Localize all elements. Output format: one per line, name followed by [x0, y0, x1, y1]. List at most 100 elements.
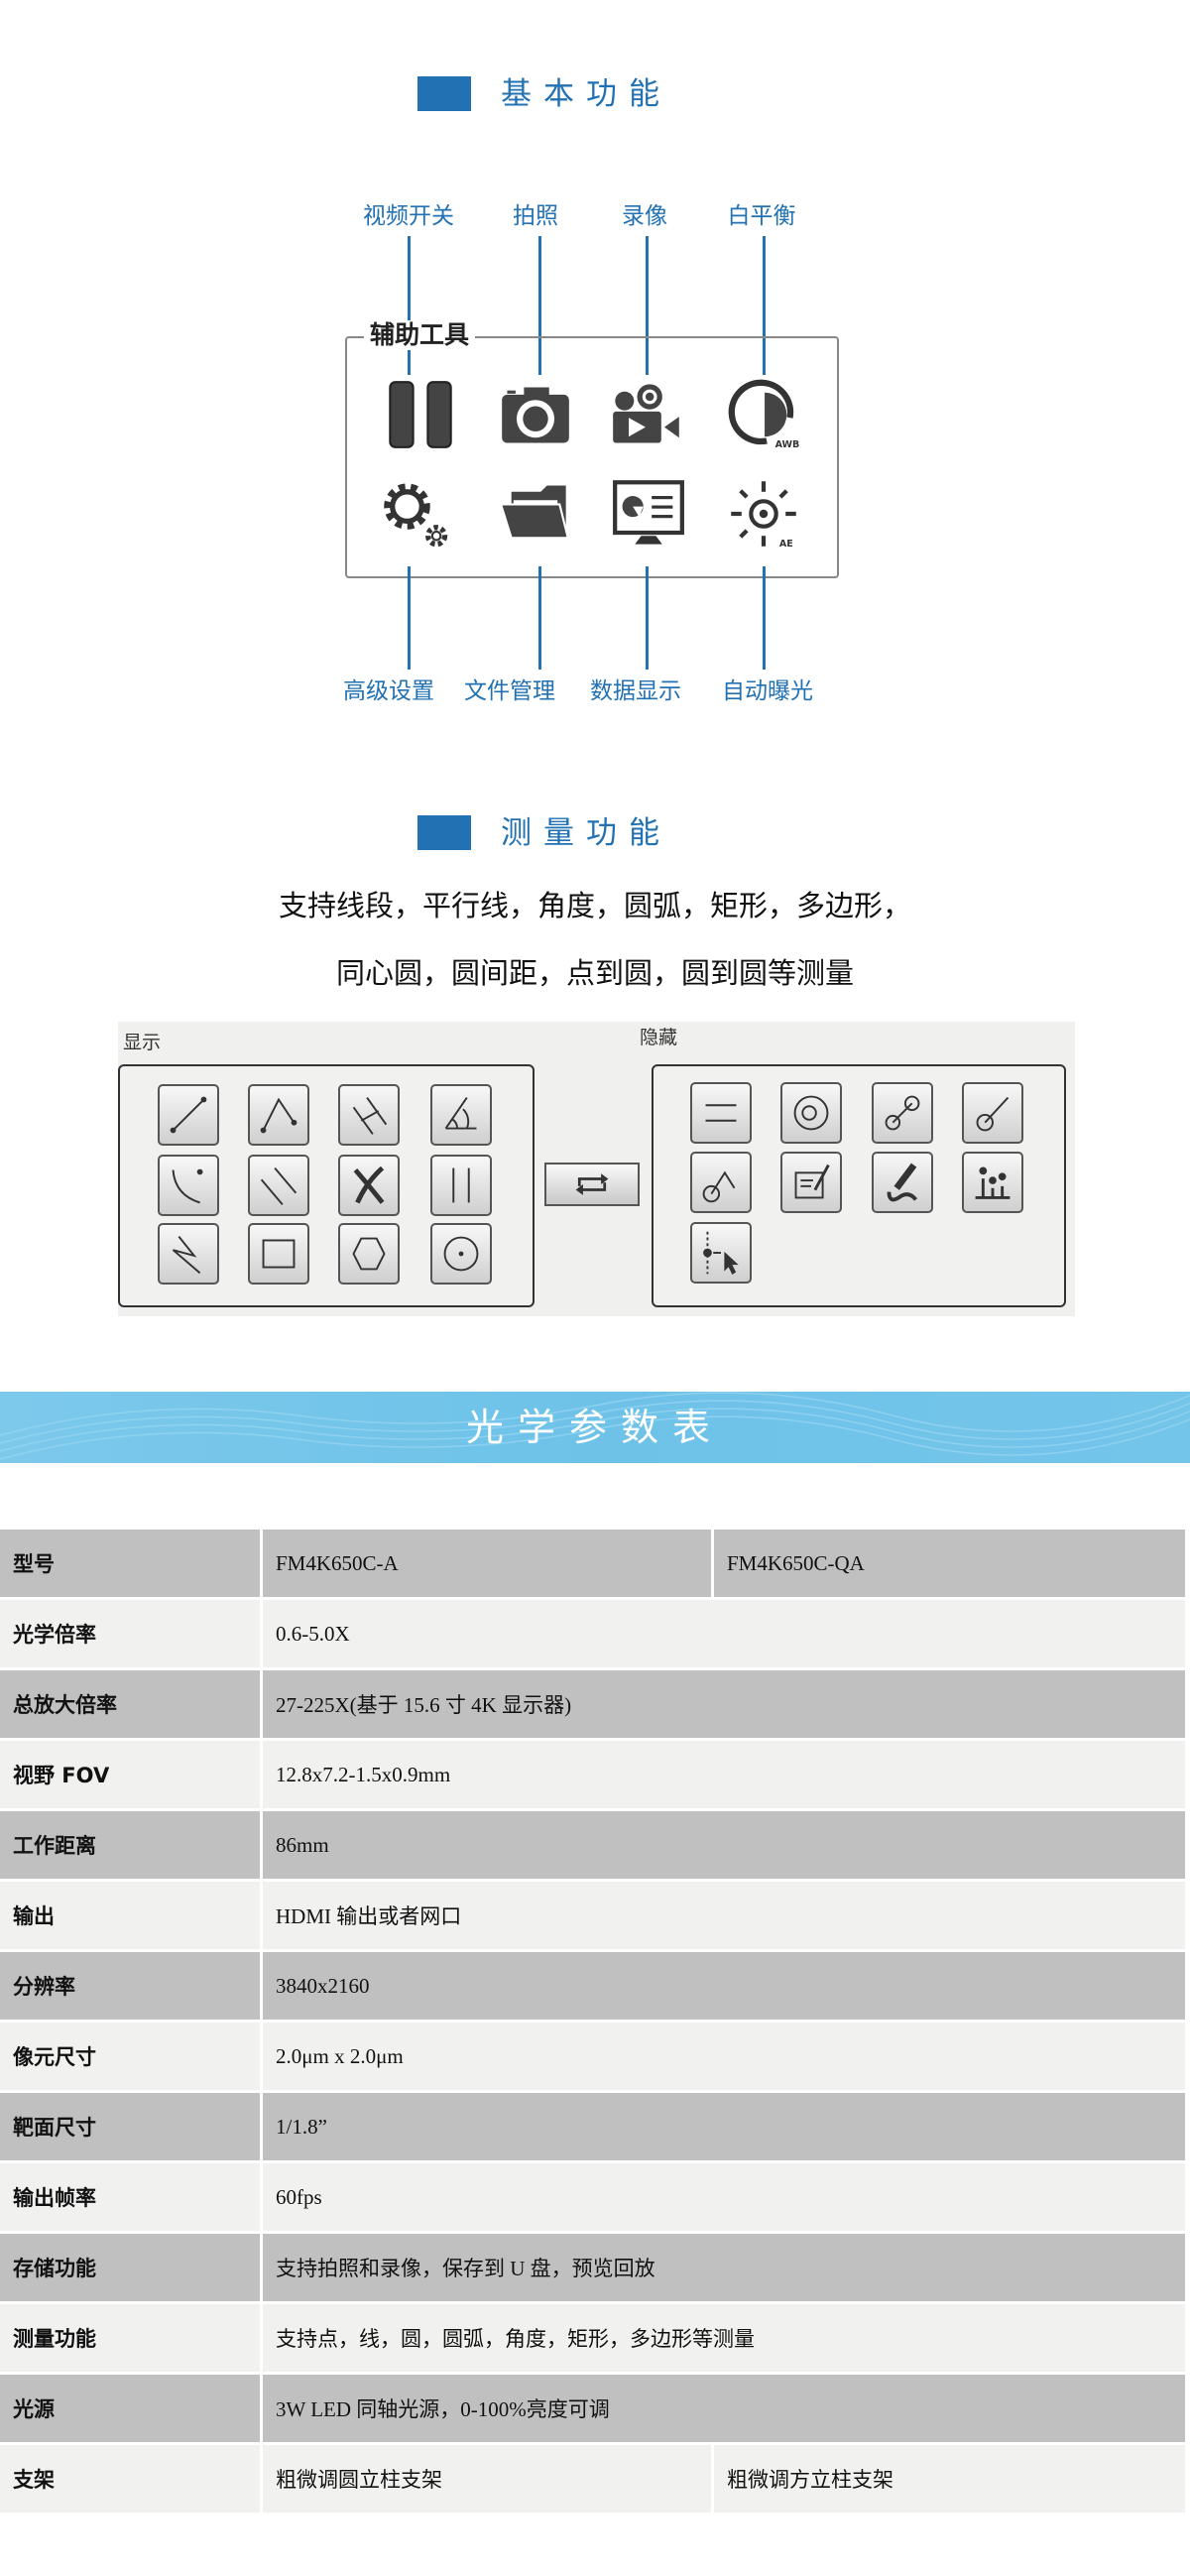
row-value: 60fps: [263, 2163, 1185, 2231]
section-title-basic: 基本功能: [501, 76, 671, 112]
section-banner: 光学参数表: [0, 1392, 1190, 1463]
rectangle-tool-icon[interactable]: [248, 1223, 309, 1285]
swap-arrows-icon: [575, 1173, 609, 1195]
circle-line-tool-icon[interactable]: [690, 1152, 752, 1213]
row-label: 像元尺寸: [0, 2023, 260, 2090]
row-label: 输出: [0, 1882, 260, 1949]
angle-tool-icon[interactable]: [430, 1084, 492, 1146]
toolbox-title: 辅助工具: [364, 320, 476, 350]
point-to-circle-tool-icon[interactable]: [962, 1082, 1023, 1144]
label-file-management: 文件管理: [464, 678, 555, 704]
row-label: 输出帧率: [0, 2163, 260, 2231]
point-measure-tool-icon[interactable]: [962, 1152, 1023, 1213]
row-value: 支持拍照和录像，保存到 U 盘，预览回放: [263, 2234, 1185, 2301]
section-marker: [417, 815, 471, 850]
label-video-toggle: 视频开关: [363, 203, 454, 229]
row-label: 视野 FOV: [0, 1741, 260, 1808]
parallel-lines-tool-icon[interactable]: [248, 1155, 309, 1216]
video-camera-icon[interactable]: [610, 378, 683, 451]
row-label: 存储功能: [0, 2234, 260, 2301]
data-display-icon[interactable]: [612, 477, 685, 551]
row-value: 3840x2160: [263, 1952, 1185, 2020]
table-row: 存储功能支持拍照和录像，保存到 U 盘，预览回放: [0, 2234, 1185, 2301]
double-line-distance-tool-icon[interactable]: [690, 1082, 752, 1144]
section-marker: [417, 76, 471, 111]
label-record: 录像: [622, 203, 667, 229]
callout-line: [646, 566, 649, 670]
row-value: 0.6-5.0X: [263, 1600, 1185, 1667]
row-value: HDMI 输出或者网口: [263, 1882, 1185, 1949]
swap-tools-button[interactable]: [544, 1163, 640, 1206]
polygon-tool-icon[interactable]: [338, 1223, 400, 1285]
row-label: 光源: [0, 2375, 260, 2442]
white-balance-icon[interactable]: AWB: [727, 378, 800, 451]
section-title-measure: 测量功能: [501, 815, 671, 851]
callout-line: [763, 566, 766, 670]
two-lines-angle-tool-icon[interactable]: [248, 1084, 309, 1146]
row-value: 1/1.8”: [263, 2093, 1185, 2160]
circle-to-circle-tool-icon[interactable]: [872, 1082, 933, 1144]
row-value: 粗微调圆立柱支架: [263, 2445, 711, 2513]
concentric-circle-tool-icon[interactable]: [780, 1082, 842, 1144]
freehand-draw-tool-icon[interactable]: [872, 1152, 933, 1213]
callout-line: [646, 236, 649, 375]
wave-pattern: [0, 1392, 1190, 1460]
row-label: 工作距离: [0, 1811, 260, 1879]
row-label: 测量功能: [0, 2304, 260, 2372]
arc-tool-icon[interactable]: [158, 1155, 219, 1216]
awb-text: AWB: [775, 439, 800, 450]
row-value: 粗微调方立柱支架: [714, 2445, 1185, 2513]
hide-label: 隐藏: [640, 1027, 678, 1048]
label-white-balance: 白平衡: [727, 203, 796, 229]
folder-icon[interactable]: [499, 477, 572, 551]
annotation-tool-icon[interactable]: [780, 1152, 842, 1213]
measure-description-line1: 支持线段，平行线，角度，圆弧，矩形，多边形，: [278, 889, 911, 922]
settings-gears-icon[interactable]: [380, 477, 453, 551]
ae-text: AE: [779, 539, 793, 550]
table-row: 测量功能支持点，线，圆，圆弧，角度，矩形，多边形等测量: [0, 2304, 1185, 2372]
row-label: 分辨率: [0, 1952, 260, 2020]
table-row: 支架粗微调圆立柱支架粗微调方立柱支架: [0, 2445, 1185, 2513]
point-select-tool-icon[interactable]: [690, 1222, 752, 1284]
label-advanced-settings: 高级设置: [343, 678, 434, 704]
row-label: 靶面尺寸: [0, 2093, 260, 2160]
row-label: 光学倍率: [0, 1600, 260, 1667]
row-value: FM4K650C-A: [263, 1530, 711, 1597]
callout-line: [408, 566, 411, 670]
row-value: 12.8x7.2-1.5x0.9mm: [263, 1741, 1185, 1808]
row-value: 支持点，线，圆，圆弧，角度，矩形，多边形等测量: [263, 2304, 1185, 2372]
row-value: 86mm: [263, 1811, 1185, 1879]
circle-tool-icon[interactable]: [430, 1223, 492, 1285]
row-value: 27-225X(基于 15.6 寸 4K 显示器): [263, 1670, 1185, 1738]
vertical-parallel-tool-icon[interactable]: [430, 1155, 492, 1216]
toolbox-panel: [345, 336, 839, 578]
row-value: 3W LED 同轴光源，0-100%亮度可调: [263, 2375, 1185, 2442]
callout-line: [408, 236, 411, 375]
label-data-display: 数据显示: [590, 678, 681, 704]
callout-line: [763, 236, 766, 375]
auto-exposure-icon[interactable]: AE: [727, 477, 800, 551]
line-distance-tool-icon[interactable]: [338, 1084, 400, 1146]
label-photo: 拍照: [513, 203, 558, 229]
banner-title: 光学参数表: [465, 1406, 724, 1449]
polyline-tool-icon[interactable]: [158, 1223, 219, 1285]
cross-lines-tool-icon[interactable]: [338, 1155, 400, 1216]
pause-icon[interactable]: [384, 378, 457, 451]
row-value: FM4K650C-QA: [714, 1530, 1185, 1597]
callout-line: [538, 236, 541, 375]
label-auto-exposure: 自动曝光: [722, 678, 813, 704]
line-segment-tool-icon[interactable]: [158, 1084, 219, 1146]
row-label: 支架: [0, 2445, 260, 2513]
row-label: 型号: [0, 1530, 260, 1597]
camera-icon[interactable]: [499, 378, 572, 451]
